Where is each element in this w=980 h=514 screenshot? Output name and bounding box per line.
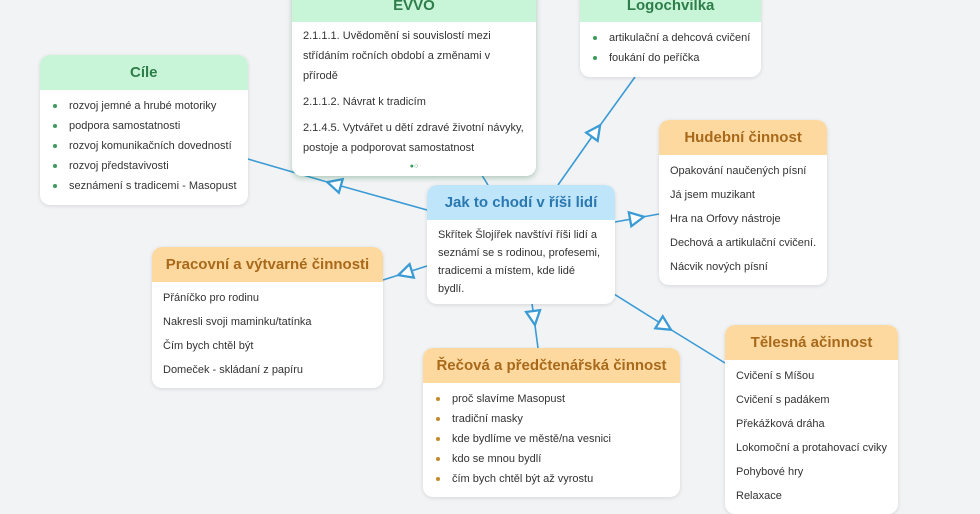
node-title: Logochvilka [580, 0, 762, 22]
list-item: čím bych chtěl být až vyrostu [434, 469, 669, 489]
list-item: Přáníčko pro rodinu [163, 292, 259, 304]
list-item: rozvoj jemné a hrubé motoriky [51, 96, 237, 116]
node-cile[interactable]: Cíle rozvoj jemné a hrubé motoriky podpo… [40, 55, 248, 205]
node-title: Tělesná ačinnost [725, 325, 899, 360]
list-item: podpora samostatnosti [51, 116, 237, 136]
list-item: Hra na Orfovy nástroje [670, 213, 781, 225]
list-item: Čím bych chtěl být [163, 340, 254, 352]
list-item: kde bydlíme ve městě/na vesnici [434, 429, 669, 449]
node-center[interactable]: Jak to chodí v říši lidí Skřítek Šlojíře… [427, 185, 615, 304]
list-item: Domeček - skládaní z papíru [163, 364, 304, 376]
list-item: Cvičení s Míšou [736, 370, 815, 382]
list-item: Dechová a artikulační cvičení. [670, 237, 817, 249]
list-item: Relaxace [736, 490, 782, 502]
node-telesna[interactable]: Tělesná ačinnost Cvičení s Míšou Cvičení… [725, 325, 899, 514]
list-item: artikulační a dehcová cvičení [591, 28, 750, 48]
link-pracovni [382, 266, 428, 281]
node-title: Řečová a předčtenářská činnost [423, 348, 680, 383]
list-item: kdo se mnou bydlí [434, 449, 669, 469]
evvo-item: 2.1.1.1. Uvědomění si souvislostí mezi s… [303, 30, 491, 82]
list-item: tradiční masky [434, 409, 669, 429]
center-text: Skřítek Šlojířek navštíví říši lidí a se… [438, 229, 601, 295]
evvo-item: 2.1.1.2. Návrat k tradicím [303, 96, 426, 108]
node-hudebni[interactable]: Hudební činnost Opakování naučených písn… [659, 120, 828, 285]
pager-dots[interactable]: ●○ [409, 163, 419, 170]
list-item: Překážková dráha [736, 418, 825, 430]
node-title: Pracovní a výtvarné činnosti [152, 247, 383, 282]
list-item: Já jsem muzikant [670, 189, 755, 201]
node-title: Jak to chodí v říši lidí [427, 185, 615, 220]
list-item: rozvoj komunikačních dovedností [51, 136, 237, 156]
link-cile [240, 156, 428, 211]
list-item: Opakování naučených písní [670, 165, 807, 177]
node-logochvilka[interactable]: Logochvilka artikulační a dehcová cvičen… [580, 0, 762, 77]
node-title: Cíle [40, 55, 248, 90]
node-pracovni[interactable]: Pracovní a výtvarné činnosti Přáníčko pr… [152, 247, 383, 388]
list-item: Cvičení s padákem [736, 394, 830, 406]
link-hudebni [614, 214, 660, 222]
node-evvo[interactable]: EVVO 2.1.1.1. Uvědomění si souvislostí m… [292, 0, 536, 176]
link-telesna [605, 288, 726, 364]
node-recova[interactable]: Řečová a předčtenářská činnost proč slav… [423, 348, 680, 497]
list-item: Lokomoční a protahovací cviky [736, 442, 888, 454]
evvo-item: 2.1.4.5. Vytvářet u dětí zdravé životní … [303, 122, 524, 154]
list-item: proč slavíme Masopust [434, 389, 669, 409]
list-item: seznámení s tradicemi - Masopust [51, 176, 237, 196]
node-title: Hudební činnost [659, 120, 828, 155]
list-item: rozvoj představivosti [51, 156, 237, 176]
list-item: foukání do peříčka [591, 48, 750, 68]
list-item: Nácvik nových písní [670, 261, 768, 273]
list-item: Nakresli svoji maminku/tatínka [163, 316, 312, 328]
link-logochvilka [557, 76, 636, 186]
list-item: Pohybové hry [736, 466, 804, 478]
node-title: EVVO [292, 0, 536, 22]
